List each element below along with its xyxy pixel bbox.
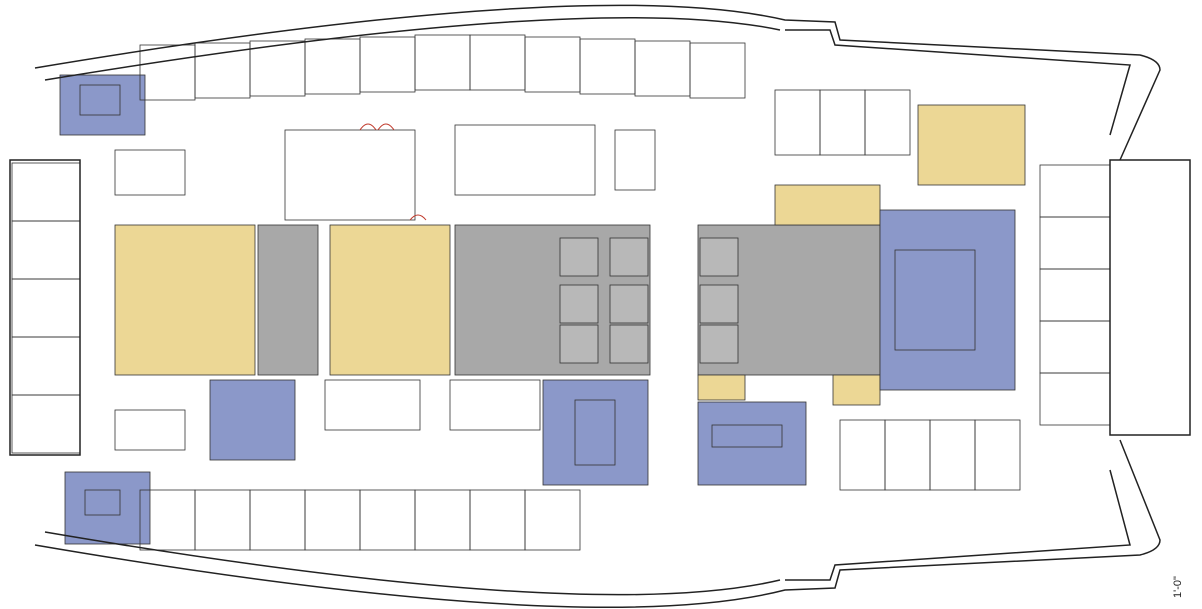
office [1039,216,1111,270]
office [11,394,81,454]
office [249,40,306,97]
conference-room [697,401,807,486]
interior-room [324,379,421,431]
office [864,89,911,156]
interior-room [114,149,186,196]
office [194,42,251,99]
support-area [329,224,451,376]
office [414,489,471,551]
office [304,38,361,95]
office [634,40,691,97]
elevator [609,237,649,277]
elevator [559,324,599,364]
support-area [917,104,1026,186]
office [304,489,361,551]
elevator [699,324,739,364]
office [1039,164,1111,218]
right-wing [1109,159,1191,436]
office [469,489,526,551]
office [1039,320,1111,374]
office [11,162,81,222]
conference-table [711,424,783,448]
interior-room [454,124,596,196]
conference-table [894,249,976,351]
outer-wall-top [34,4,1161,161]
office [774,89,821,156]
office [194,489,251,551]
conference-room [64,471,151,545]
office [884,419,931,491]
office [139,44,196,101]
office [11,278,81,338]
outer-wall-top-inner [44,16,781,81]
office [929,419,976,491]
door-swing [359,123,427,221]
office [524,36,581,93]
conference-room [209,379,296,461]
office [1039,372,1111,426]
interior-room [449,379,541,431]
right-upper-terrace [785,29,1131,136]
left-wing [9,159,81,456]
support-area [832,374,881,406]
support-area [114,224,256,376]
elevator [559,284,599,324]
conference-room [879,209,1016,391]
office [839,419,886,491]
elevator [699,284,739,324]
interior-room [114,409,186,451]
office [359,36,416,93]
office [414,34,471,91]
office [249,489,306,551]
office [974,419,1021,491]
office [469,34,526,91]
conference-table [84,489,121,516]
outer-wall-bottom [34,439,1161,608]
office [1039,268,1111,322]
conference-table [574,399,616,466]
support-area [774,184,881,226]
office [579,38,636,95]
scale-label: 1'-0" [1172,576,1184,598]
right-lower-terrace [785,469,1131,581]
office [689,42,746,99]
conference-table [79,84,121,116]
conference-room [59,74,146,136]
office [524,489,581,551]
office [359,489,416,551]
office [819,89,866,156]
conference-room [542,379,649,486]
office [11,336,81,396]
elevator [559,237,599,277]
elevator [609,284,649,324]
outer-wall-bottom-inner [44,531,781,596]
support-area [697,374,746,401]
interior-room [284,129,416,221]
building-core [257,224,319,376]
elevator [609,324,649,364]
interior-room [614,129,656,191]
office [11,220,81,280]
elevator [699,237,739,277]
